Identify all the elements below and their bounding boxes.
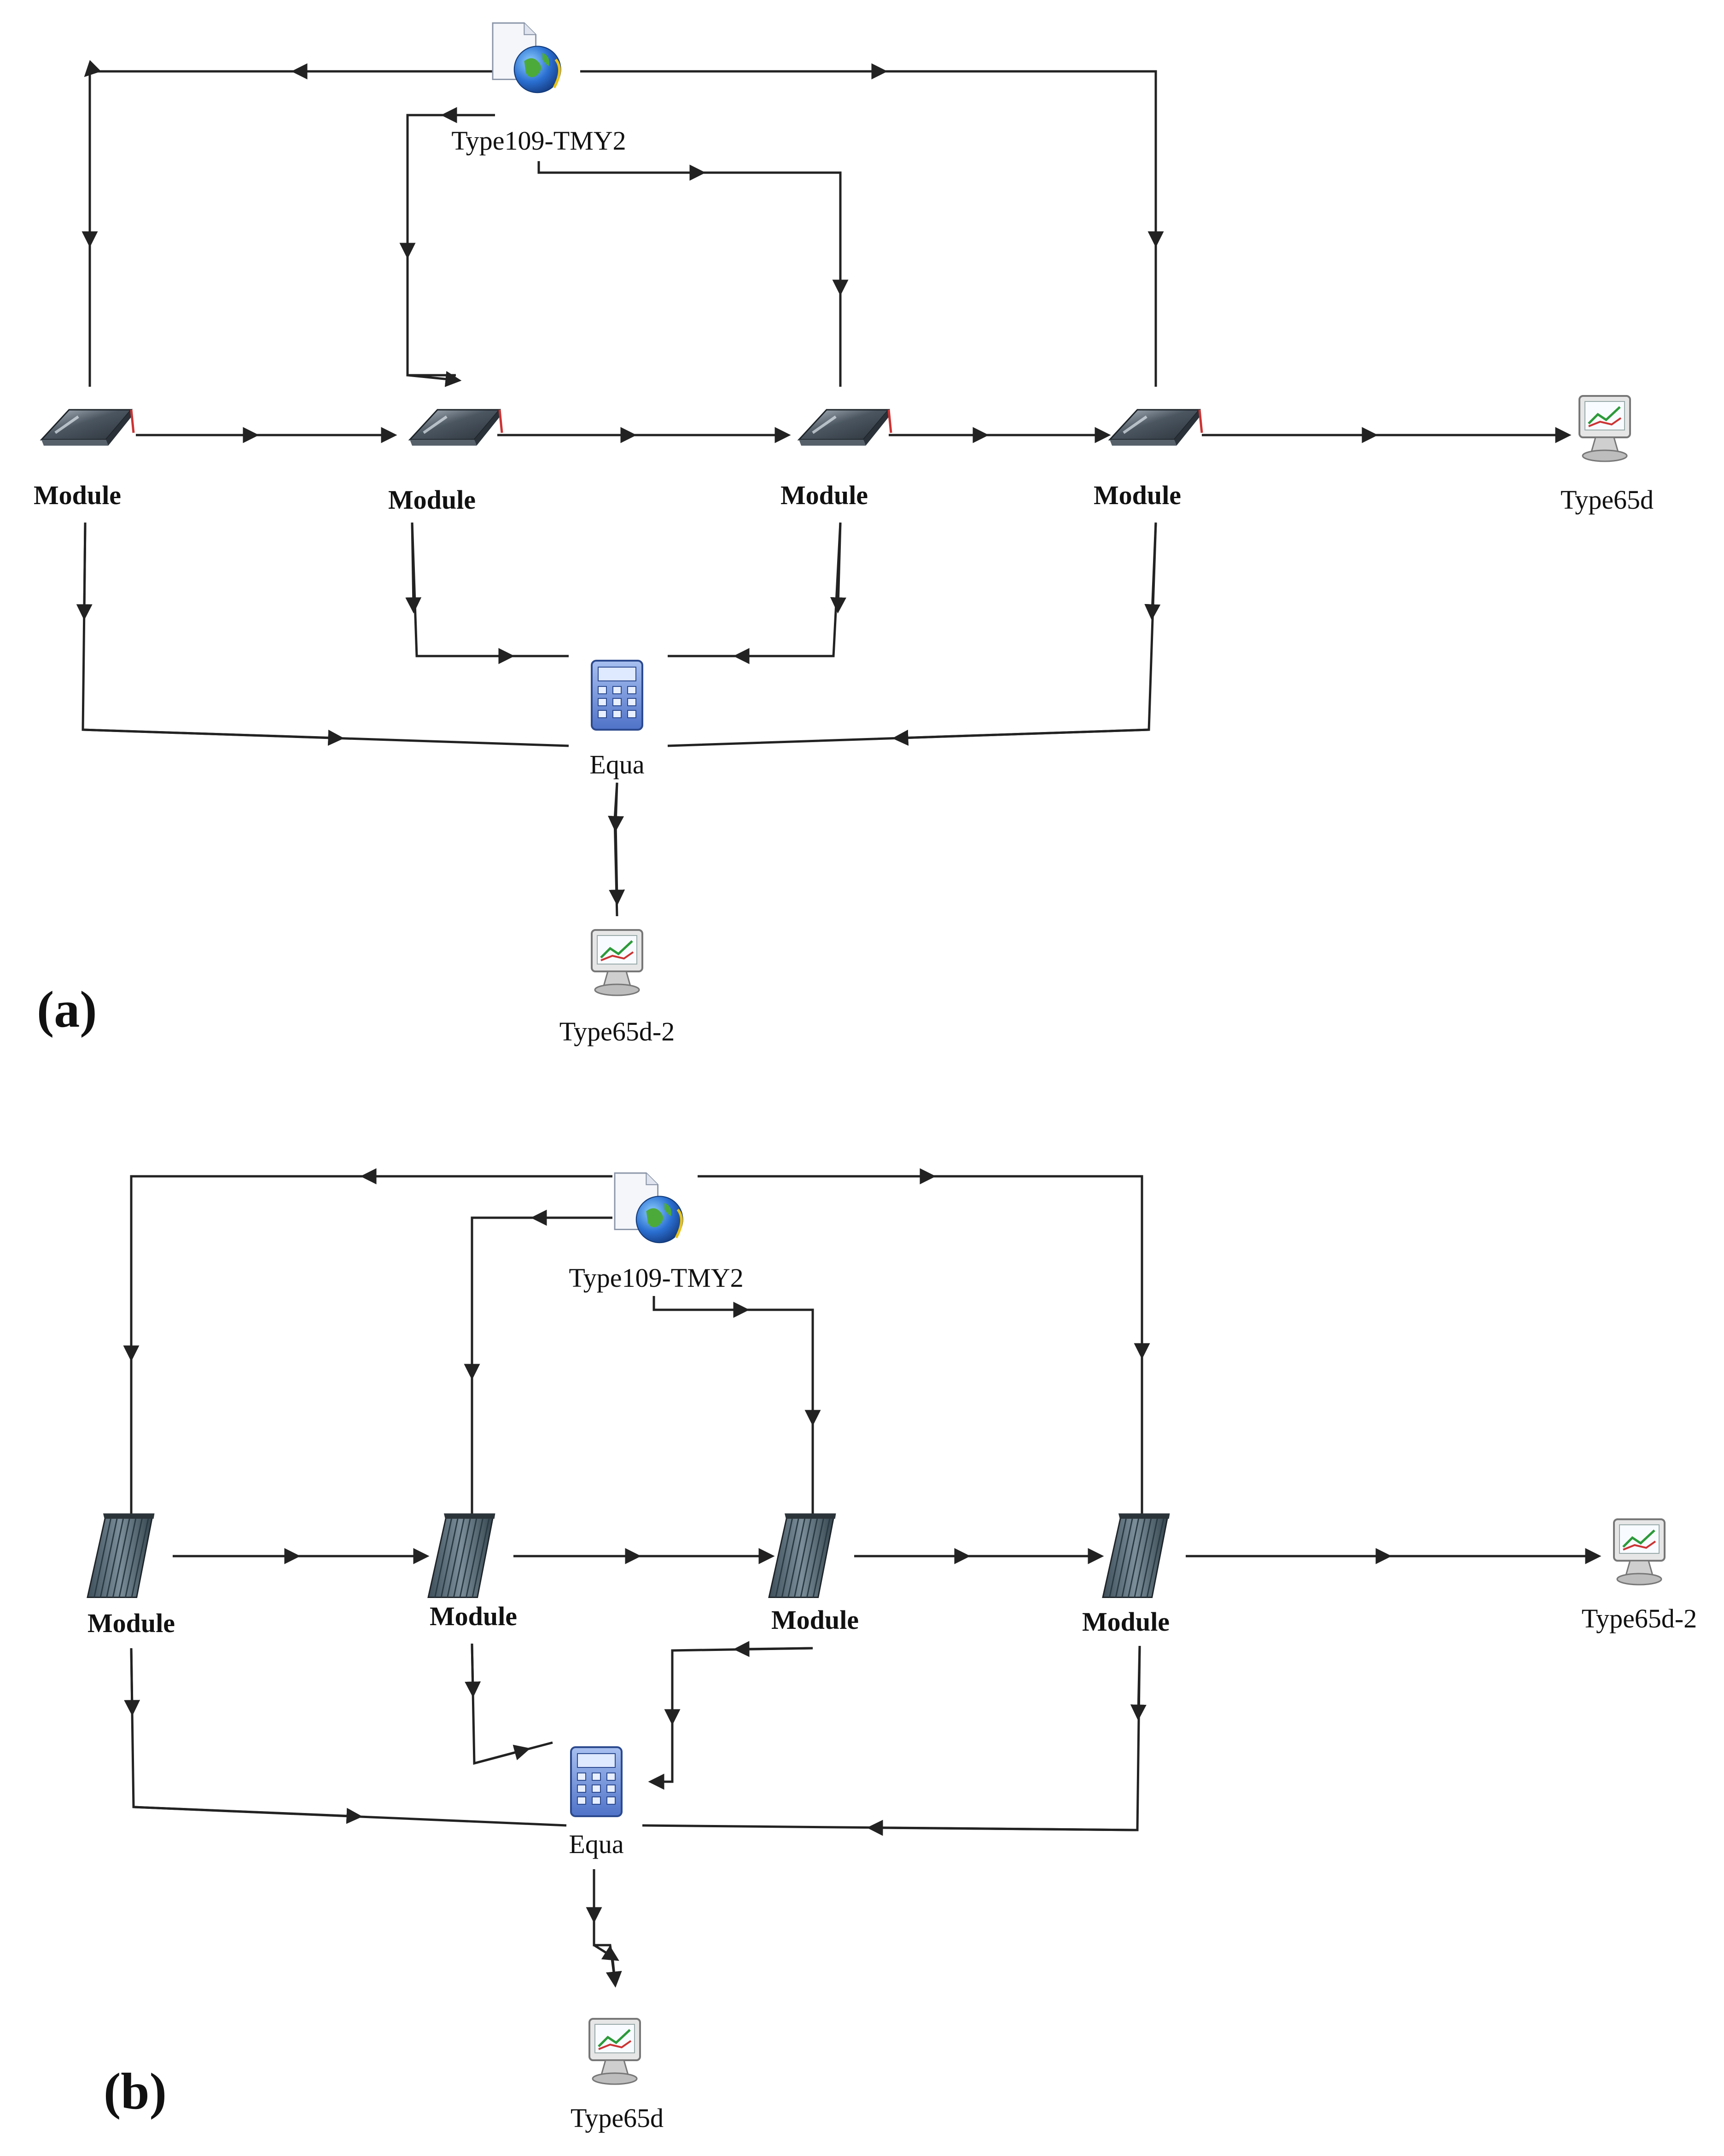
module-1-label: Module (34, 480, 121, 510)
weather-icon[interactable] (615, 1173, 683, 1243)
module-2-label: Module (430, 1601, 517, 1631)
weather-wires-b (123, 1168, 1150, 1515)
panel-b-label: (b) (104, 2063, 167, 2120)
module-1-label: Module (87, 1608, 175, 1638)
printer-bottom-label: Type65d-2 (559, 1017, 675, 1046)
weather-icon[interactable] (493, 23, 561, 93)
weather-label: Type109-TMY2 (451, 126, 626, 156)
module-4-icon[interactable] (1102, 1512, 1171, 1598)
printer-right-icon[interactable] (1614, 1519, 1665, 1585)
module-3-icon[interactable] (799, 410, 891, 446)
module-4-label: Module (1094, 480, 1181, 510)
module-1-icon[interactable] (87, 1512, 155, 1598)
module-2-label: Module (388, 485, 476, 515)
weather-label: Type109-TMY2 (569, 1263, 743, 1293)
module-2-icon[interactable] (427, 1512, 496, 1598)
module-3-label: Module (771, 1605, 859, 1635)
equation-icon[interactable] (591, 660, 643, 731)
module-2-icon[interactable] (410, 410, 502, 446)
module-3-icon[interactable] (768, 1512, 837, 1598)
equa-wires-a (76, 522, 1161, 917)
weather-wires-a (82, 60, 1164, 387)
panel-a-label: (a) (37, 981, 97, 1038)
printer-bottom-icon[interactable] (592, 930, 642, 995)
panel-a: Type109-TMY2 Module Module Module Module… (34, 23, 1654, 1046)
printer-bottom-icon[interactable] (589, 2019, 640, 2084)
module-4-icon[interactable] (1110, 410, 1202, 446)
equation-icon[interactable] (570, 1746, 623, 1817)
equation-label: Equa (589, 750, 644, 779)
equation-label: Equa (569, 1829, 623, 1859)
panel-b: Type109-TMY2 Module Module Module Module… (87, 1168, 1697, 2133)
module-4-label: Module (1082, 1607, 1170, 1637)
module-1-icon[interactable] (41, 410, 134, 446)
printer-right-label: Type65d (1561, 485, 1654, 515)
printer-right-icon[interactable] (1579, 396, 1630, 461)
equa-wires-b (124, 1641, 1147, 1988)
module-3-label: Module (780, 480, 868, 510)
printer-bottom-label: Type65d (571, 2103, 664, 2133)
printer-right-label: Type65d-2 (1582, 1604, 1697, 1633)
